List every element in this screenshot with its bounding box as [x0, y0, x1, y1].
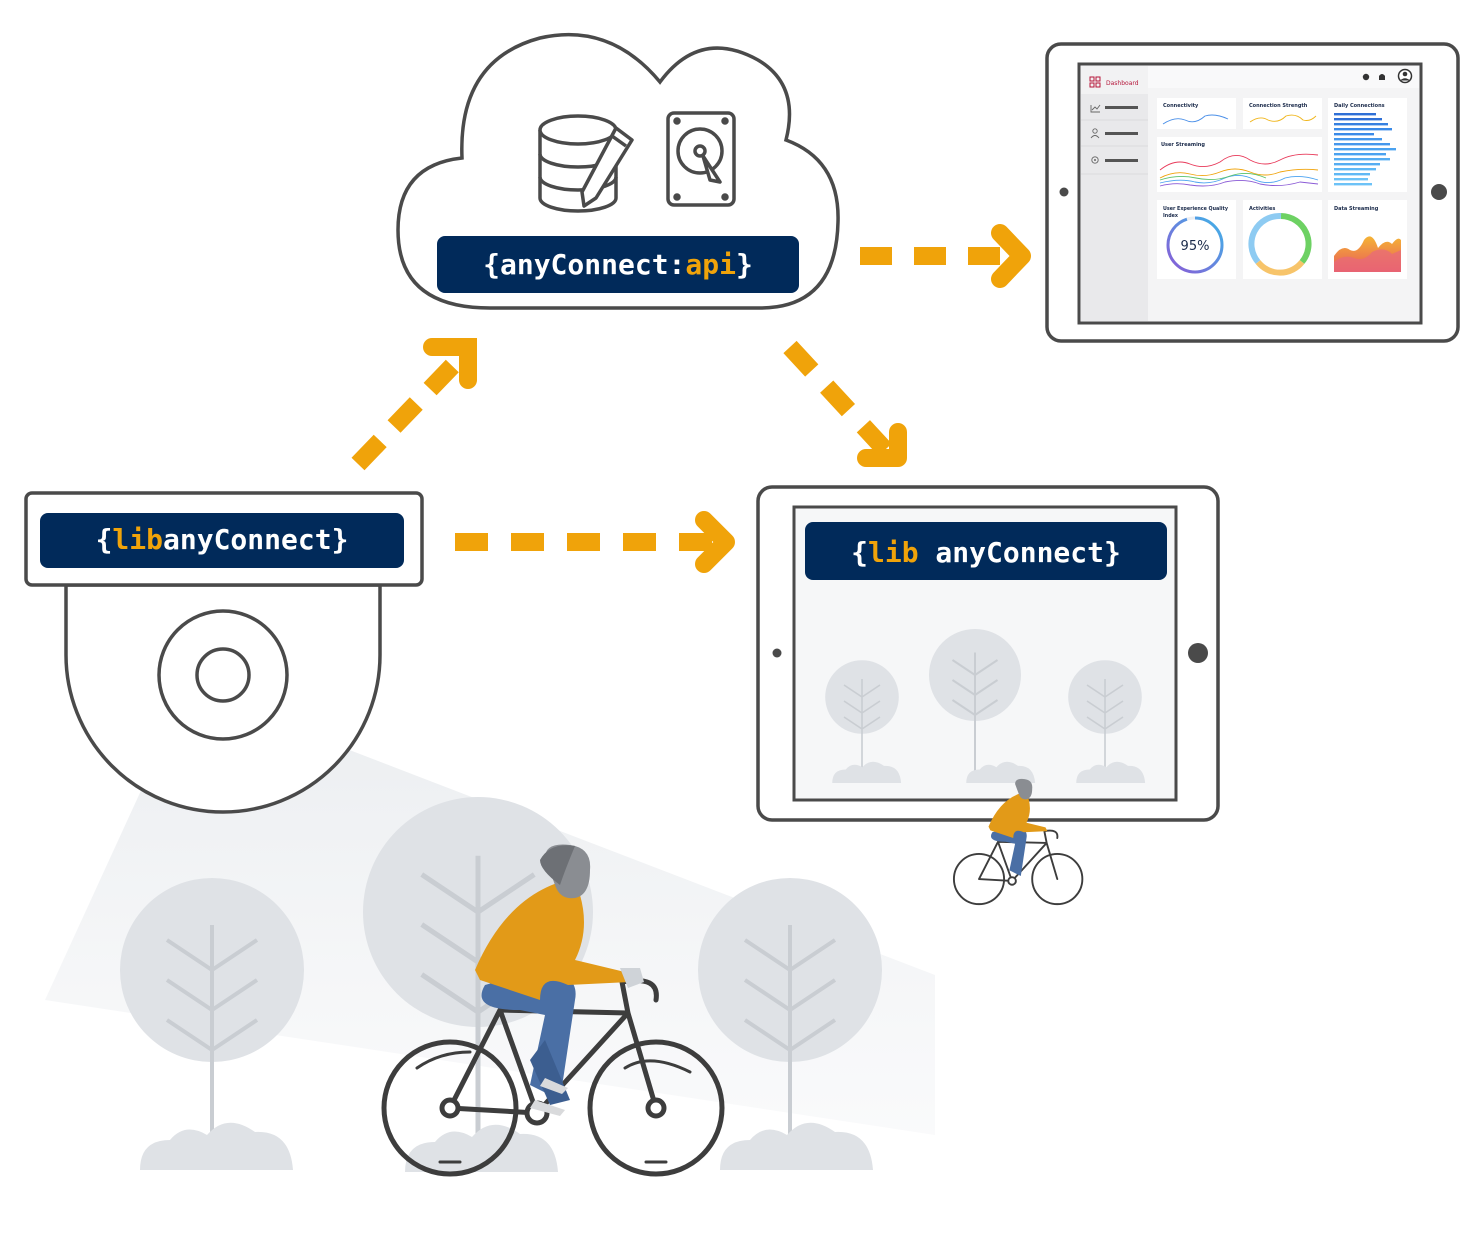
- card-connectivity: [1157, 98, 1236, 129]
- chart-icon: [1090, 104, 1101, 113]
- security-camera: {libanyConnect}: [24, 491, 424, 814]
- gear-icon: [1091, 156, 1099, 164]
- svg-text:Daily Connections: Daily Connections: [1334, 103, 1385, 109]
- svg-text:Activities: Activities: [1249, 206, 1275, 212]
- flow-arrows: [351, 224, 1031, 573]
- api-badge: [437, 236, 799, 293]
- arrow-cloud-to-dashboard: [860, 224, 1031, 288]
- svg-text:User Experience Quality: User Experience Quality: [1163, 206, 1229, 212]
- cyclist-illustration: [381, 844, 725, 1177]
- grid-icon: [1089, 76, 1101, 88]
- lib-badge-tablet-text: {lib anyConnect}: [851, 536, 1121, 569]
- svg-text:Connection Strength: Connection Strength: [1249, 103, 1308, 109]
- bike-front-wheel: [587, 1039, 725, 1177]
- card-connection-strength: [1243, 98, 1322, 129]
- viewer-tablet: {lib anyConnect}: [756, 485, 1220, 906]
- svg-text:User Streaming: User Streaming: [1161, 142, 1205, 148]
- nav-item-users[interactable]: [1105, 132, 1138, 135]
- svg-text:Index: Index: [1163, 213, 1179, 219]
- tree-right: [696, 876, 884, 1172]
- user-streaming-lines: [1159, 153, 1319, 187]
- arrow-camera-to-cloud: [351, 338, 477, 471]
- dashboard-sidebar: [1081, 66, 1148, 321]
- ux-quality-ring: [1166, 216, 1224, 274]
- nav-item-dashboard[interactable]: Dashboard: [1106, 80, 1139, 87]
- dashboard-tablet: Dashboard Connectivity Connection Streng…: [1045, 42, 1460, 343]
- mini-street-scene: [824, 628, 1146, 906]
- bell-icon[interactable]: [1379, 74, 1385, 80]
- svg-text:Data Streaming: Data Streaming: [1334, 206, 1379, 212]
- tree-left: [118, 876, 306, 1172]
- pencil-icon: [580, 126, 634, 208]
- bushes: [140, 1122, 873, 1172]
- avatar-icon[interactable]: [1397, 68, 1413, 84]
- lib-badge-camera: [40, 513, 404, 568]
- cloud-server: {anyConnect:api}: [396, 33, 840, 310]
- activities-donut: [1248, 212, 1312, 276]
- lib-badge-tablet: [805, 522, 1167, 580]
- mini-cyclist: [952, 778, 1084, 906]
- cyclist-torso: [475, 882, 630, 1000]
- camera-lens-inner: [195, 647, 251, 703]
- card-user-streaming: [1157, 137, 1322, 192]
- lib-badge-camera-text: {libanyConnect}: [96, 523, 349, 556]
- ux-quality-value: 95%: [1181, 239, 1210, 254]
- arrow-cloud-to-tablet: [783, 340, 907, 467]
- bike-rear-wheel: [381, 1039, 519, 1177]
- arrow-camera-to-tablet: [455, 511, 735, 573]
- help-icon[interactable]: [1362, 73, 1370, 81]
- svg-text:Connectivity: Connectivity: [1163, 103, 1199, 109]
- nav-item-analytics[interactable]: [1105, 106, 1138, 109]
- user-icon: [1090, 128, 1100, 139]
- api-badge-text: {anyConnect:api}: [483, 248, 753, 281]
- hard-drive-icon: [666, 111, 736, 207]
- nav-item-settings[interactable]: [1105, 159, 1138, 162]
- daily-connections-bars: [1334, 113, 1396, 186]
